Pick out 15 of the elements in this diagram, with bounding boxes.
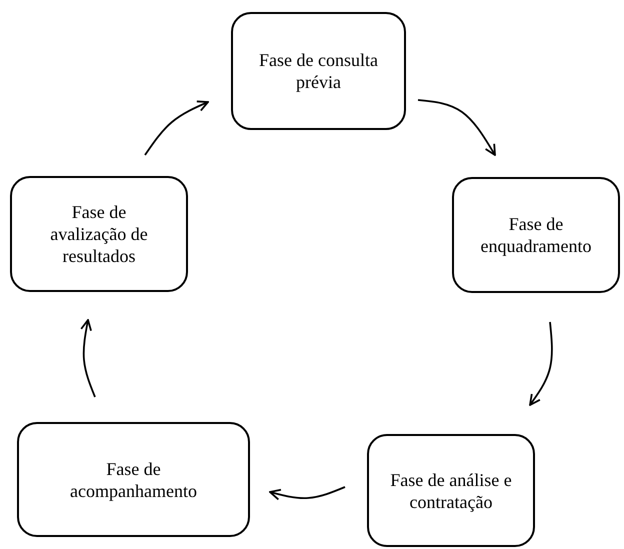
process-box (452, 177, 620, 293)
process-box (231, 12, 406, 130)
phase-label: Fase de acompanhamento (69, 458, 198, 502)
arrow (529, 322, 553, 406)
arrow (418, 99, 496, 156)
process-box (367, 434, 535, 547)
phase-label: Fase de enquadramento (480, 213, 592, 257)
arrow (144, 100, 209, 156)
phase-label: Fase de avalização de resultados (49, 201, 149, 267)
arrow (269, 486, 346, 500)
process-box (10, 176, 188, 292)
arrow (80, 319, 96, 398)
phase-label: Fase de consulta prévia (258, 49, 379, 93)
phase-label: Fase de análise e contratação (389, 468, 513, 512)
process-box (17, 422, 250, 537)
